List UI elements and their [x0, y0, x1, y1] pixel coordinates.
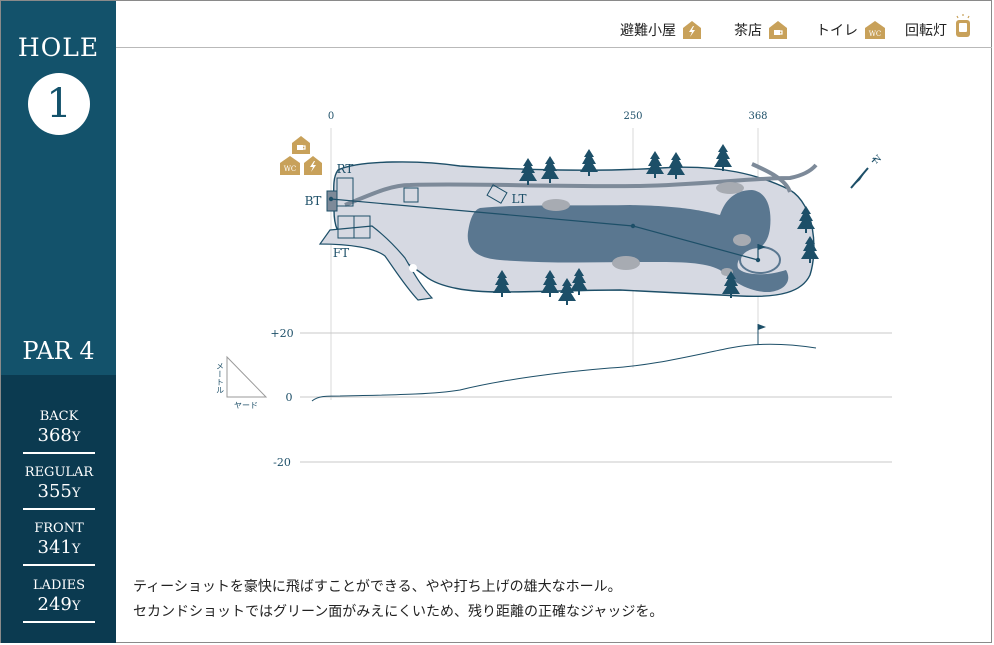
tee-lengths-panel: BACK 368Y REGULAR 355Y FRONT 341Y LADIES… — [1, 375, 116, 643]
tree-icon — [801, 236, 819, 263]
tree-icon — [797, 206, 815, 233]
description-line-2: セカンドショットではグリーン面がみえにくいため、残り距離の正確なジャッジを。 — [133, 604, 664, 620]
elevation-pin-flag-icon — [758, 324, 766, 330]
hole-number: 1 — [28, 73, 90, 135]
tee-name: LADIES — [33, 578, 85, 593]
tee-name: FRONT — [34, 521, 84, 536]
tree-icon — [541, 156, 559, 183]
north-arrow-icon: N — [850, 153, 885, 189]
tee-length: 368 — [37, 425, 72, 446]
tee-label-bt: BT — [305, 194, 322, 208]
tree-icon — [722, 271, 740, 298]
tee-box-mid — [403, 187, 419, 203]
teahouse-icon — [769, 21, 787, 39]
axis-label-vertical: メートル — [216, 362, 225, 394]
legend-label: 避難小屋 — [620, 23, 676, 39]
hole-label: HOLE — [17, 33, 100, 62]
distance-mark-368: 368 — [748, 111, 767, 122]
elevation-profile-line — [311, 343, 817, 402]
elevation-tick-plus20: +20 — [270, 327, 293, 340]
map-teahouse-icon — [292, 136, 310, 154]
elevation-tick-0: 0 — [286, 391, 293, 404]
bunker — [716, 182, 744, 194]
map-toilet-icon: WC — [280, 156, 300, 175]
cart-path-branch — [751, 162, 792, 193]
tee-box-bt — [326, 190, 338, 212]
play-point-250 — [630, 223, 636, 229]
tee-name: BACK — [39, 409, 79, 424]
legend-label: 回転灯 — [905, 23, 947, 39]
tree-icon — [541, 270, 559, 297]
bunker — [542, 199, 570, 211]
axis-legend-triangle — [226, 355, 268, 398]
tee-back: BACK 368Y — [23, 409, 95, 454]
tee-label-lt: LT — [512, 192, 527, 206]
par-label: PAR 4 — [22, 337, 95, 365]
bunker — [733, 234, 751, 246]
cart-path — [344, 163, 818, 207]
toilet-icon: WC — [865, 21, 885, 39]
tee-unit: Y — [71, 599, 81, 614]
marker-dot — [409, 264, 417, 272]
tree-group — [493, 144, 819, 305]
facility-legend: 避難小屋 茶店 トイレ WC 回転灯 — [116, 0, 992, 48]
tree-icon — [558, 278, 576, 305]
description-line-1: ティーショットを豪快に飛ばすことができる、やや打ち上げの雄大なホール。 — [133, 579, 622, 595]
distance-mark-0: 0 — [328, 111, 334, 122]
svg-text:N: N — [872, 153, 885, 166]
tee-length: 341 — [37, 537, 72, 558]
tree-icon — [646, 151, 664, 178]
tee-name: REGULAR — [24, 465, 94, 480]
tee-label-rt: RT — [337, 162, 354, 176]
tee-unit: Y — [71, 486, 81, 501]
legend-lightning-hut: 避難小屋 — [620, 20, 702, 40]
tree-icon — [714, 144, 732, 171]
tee-box-ft2 — [353, 215, 371, 239]
legend-toilet: トイレ WC — [816, 20, 886, 40]
rotating-light-icon — [956, 14, 970, 37]
legend-rotating-light: 回転灯 — [905, 14, 973, 40]
tee-box-lt — [486, 184, 508, 204]
tee-unit: Y — [71, 430, 81, 445]
tee-length: 249 — [37, 594, 72, 615]
bunker — [612, 256, 640, 270]
tree-icon — [519, 158, 537, 185]
map-toilet-text: WC — [284, 165, 297, 173]
tee-length: 355 — [37, 481, 72, 502]
toilet-icon-text: WC — [869, 30, 882, 38]
legend-label: トイレ — [816, 23, 858, 39]
legend-label: 茶店 — [734, 23, 762, 39]
hole-sidebar: HOLE 1 PAR 4 BACK 368Y REGULAR 355Y FRON… — [1, 1, 116, 643]
rough-spur — [318, 225, 434, 301]
tree-icon — [493, 270, 511, 297]
axis-label-horizontal: ヤード — [234, 401, 258, 410]
tree-icon — [570, 268, 588, 295]
tee-ladies: LADIES 249Y — [23, 578, 95, 623]
tee-unit: Y — [71, 542, 81, 557]
distance-mark-250: 250 — [623, 111, 642, 122]
tee-front: FRONT 341Y — [23, 521, 95, 566]
tree-icon — [580, 149, 598, 176]
tree-icon — [667, 152, 685, 179]
tee-regular: REGULAR 355Y — [23, 465, 95, 510]
lightning-hut-icon — [683, 21, 701, 39]
map-lightning-hut-icon — [304, 156, 322, 175]
play-point-tee — [328, 196, 334, 202]
water-hazard — [467, 190, 789, 293]
legend-teahouse: 茶店 — [734, 20, 788, 40]
tee-label-ft: FT — [333, 246, 349, 260]
elevation-tick-minus20: -20 — [273, 456, 291, 469]
pin-flag-icon — [758, 244, 766, 250]
